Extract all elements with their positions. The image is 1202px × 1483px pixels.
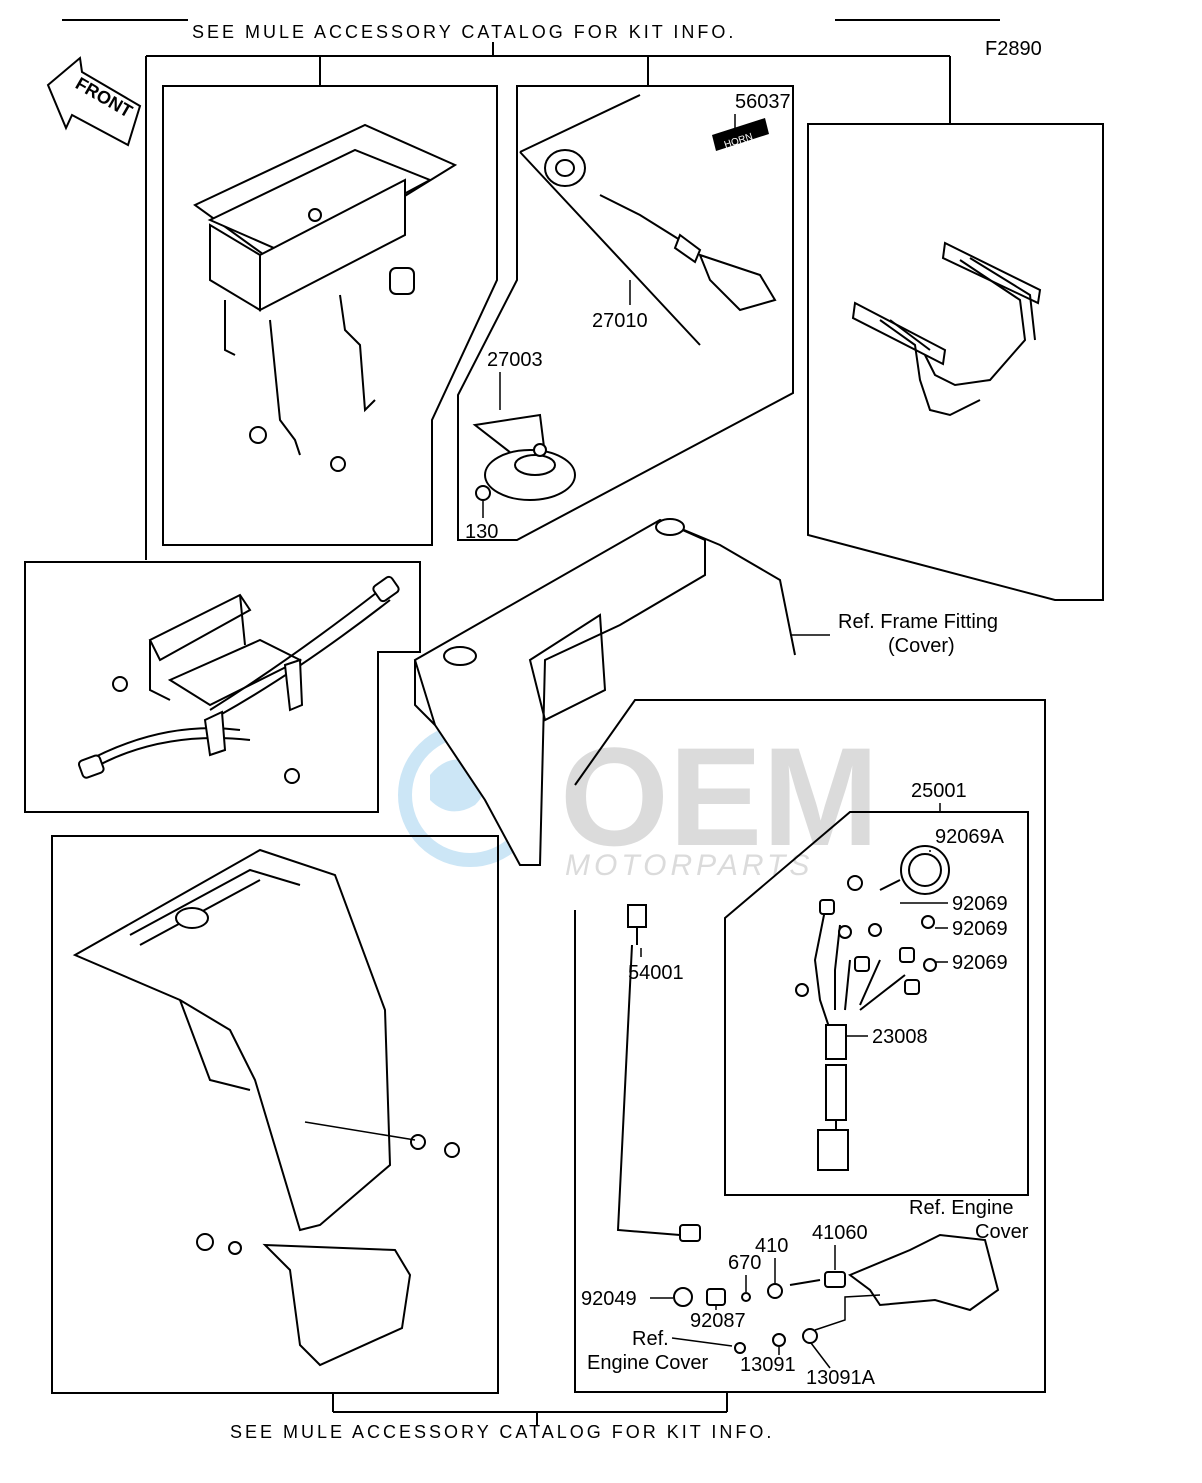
watermark: OEM MOTORPARTS — [398, 718, 879, 882]
part-670: 670 — [728, 1252, 761, 1274]
part-410: 410 — [755, 1235, 788, 1257]
panel-horn-kit: 56037 HORN 27010 27003 130 — [457, 85, 794, 543]
rubber-bumper — [389, 267, 415, 295]
part-27003: 27003 — [487, 349, 543, 371]
part-27010: 27010 — [592, 310, 648, 332]
part-92069-third: 92069 — [952, 952, 1008, 974]
part-92069-first: 92069 — [952, 893, 1008, 915]
horn-switch — [698, 253, 777, 312]
horn-drawing — [472, 413, 576, 501]
panel-rear-carrier — [24, 561, 421, 813]
part-13091A: 13091A — [806, 1367, 876, 1389]
panel-meter-kit: 25001 92069A 92069 92069 920 — [574, 699, 1046, 1393]
front-guard-drawing — [851, 241, 1042, 417]
oil-pressure-switch — [627, 904, 647, 928]
ref-engine-cover-top-line1: Ref. Engine — [909, 1197, 1014, 1219]
part-41060: 41060 — [812, 1222, 868, 1244]
header-note: SEE MULE ACCESSORY CATALOG FOR KIT INFO. — [192, 22, 736, 42]
engine-cover-ref — [848, 1233, 1000, 1312]
frame-fitting-cover: Ref. Frame Fitting (Cover) — [413, 518, 998, 866]
header-bracket — [62, 19, 1000, 560]
ref-engine-cover-bottom-line1: Ref. — [632, 1328, 669, 1350]
part-23008: 23008 — [872, 1026, 928, 1048]
part-25001: 25001 — [911, 780, 967, 802]
figure-id: F2890 — [985, 38, 1042, 60]
sender-drawing — [673, 1233, 1000, 1354]
ref-frame-fitting-line1: Ref. Frame Fitting — [838, 611, 998, 633]
meter-drawing — [795, 845, 950, 1171]
front-arrow-icon: FRONT — [46, 56, 142, 147]
panel-cargo-box — [162, 85, 498, 546]
part-54001: 54001 — [628, 962, 684, 984]
ref-frame-fitting-line2: (Cover) — [888, 635, 955, 657]
part-92049: 92049 — [581, 1288, 637, 1310]
rear-carrier-drawing — [77, 575, 400, 784]
bolt-130 — [475, 485, 491, 501]
switch-54001-drawing — [616, 904, 701, 1242]
ref-engine-cover-top-line2: Cover — [975, 1221, 1029, 1243]
part-92069A: 92069A — [935, 826, 1005, 848]
part-130: 130 — [465, 521, 498, 543]
part-92069-second: 92069 — [952, 918, 1008, 940]
footer-bracket — [332, 1392, 728, 1425]
panel-fender-flap — [51, 835, 499, 1394]
part-13091: 13091 — [740, 1354, 796, 1376]
watermark-primary: OEM — [560, 718, 879, 875]
part-56037: 56037 — [735, 91, 791, 113]
fender-drawing — [72, 848, 460, 1367]
panel-front-guard — [807, 123, 1104, 601]
horn-decal: HORN — [712, 118, 769, 151]
cargo-box-drawing — [193, 123, 458, 472]
ref-engine-cover-bottom-line2: Engine Cover — [587, 1352, 709, 1374]
part-92087: 92087 — [690, 1310, 746, 1332]
watermark-secondary: MOTORPARTS — [565, 849, 813, 882]
footer-note: SEE MULE ACCESSORY CATALOG FOR KIT INFO. — [230, 1422, 774, 1442]
